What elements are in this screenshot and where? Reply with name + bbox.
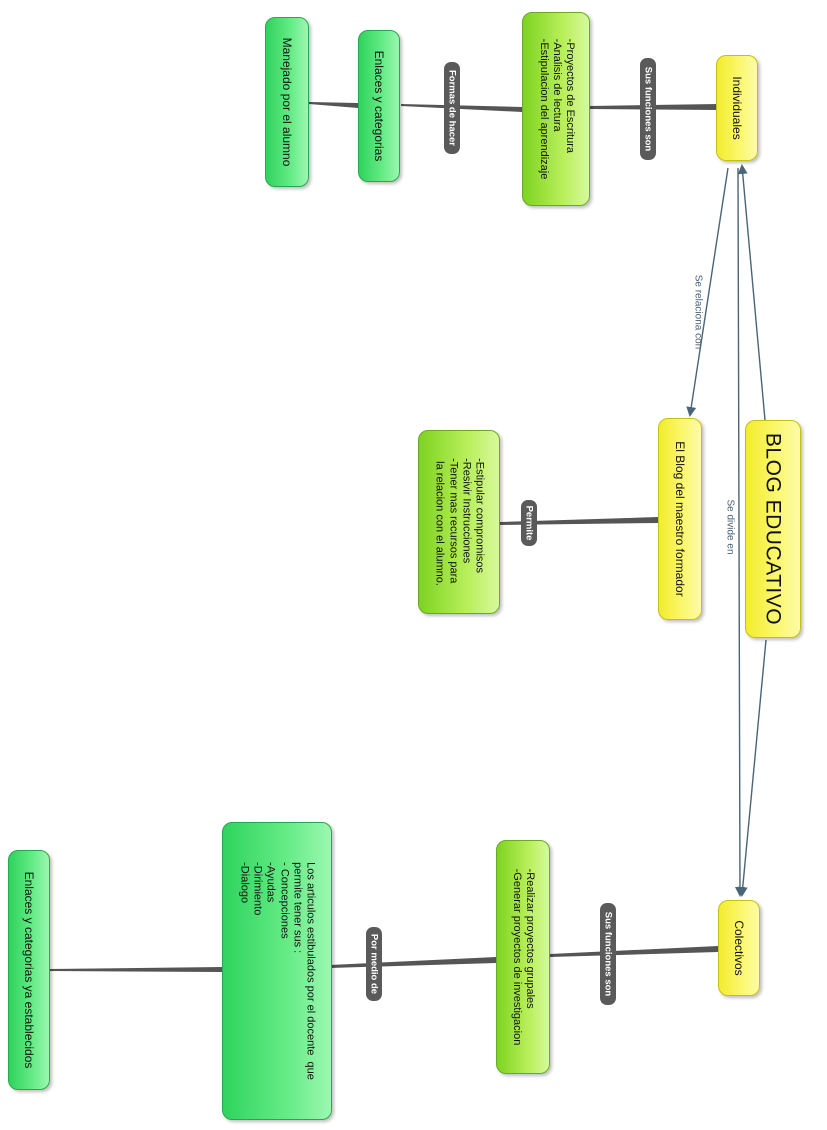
node-articulos[interactable]: Los articulos estibulados por el docente… — [222, 822, 332, 1120]
label-se-relaciona-con: Se relaciona con — [692, 274, 704, 350]
node-funciones-colectivos[interactable]: -Realizar proyectos grupales -Generar pr… — [496, 840, 550, 1074]
node-permite-items[interactable]: -Estipular compromisos -Resivir Instrucc… — [418, 430, 500, 614]
node-blog-maestro[interactable]: El Blog del maestro formador — [658, 418, 702, 620]
arrow-individuales-to-colectivos — [734, 167, 745, 897]
label-por-medio-de: Por medio de — [366, 927, 382, 1001]
connector-articulos-enlaces — [50, 967, 222, 972]
node-colectivos-label: Colectivos — [732, 920, 747, 976]
node-colectivos[interactable]: Colectivos — [718, 900, 760, 996]
label-se-divide-en: Se divide en — [724, 499, 736, 555]
node-permite-items-label: -Estipular compromisos -Resivir Instrucc… — [433, 458, 486, 586]
label-sus-funciones-individuales: Sus funciones son — [640, 58, 656, 160]
connector-enlaces-manejado — [309, 102, 358, 108]
connector-funciones-articulos — [330, 957, 496, 968]
node-blog-educativo-label: BLOG EDUCATIVO — [761, 432, 785, 626]
node-manejado-alumno[interactable]: Manejado por el alumno — [265, 17, 309, 187]
node-manejado-alumno-label: Manejado por el alumno — [280, 37, 295, 167]
node-funciones-colectivos-label: -Realizar proyectos grupales -Generar pr… — [511, 868, 537, 1046]
node-enlaces-establecidos-label: Enlaces y categorias ya establecidos — [22, 871, 37, 1069]
label-permite: Permite — [521, 500, 537, 546]
node-enlaces-establecidos[interactable]: Enlaces y categorias ya establecidos — [8, 850, 50, 1090]
arrow-blog-to-colectivos — [737, 639, 767, 897]
connector-maestro-permite — [500, 517, 658, 525]
label-formas-de-hacer: Formas de hacer — [444, 62, 460, 154]
node-individuales-label: Individuales — [730, 76, 745, 140]
node-individuales[interactable]: Individuales — [716, 55, 758, 161]
node-blog-maestro-label: El Blog del maestro formador — [673, 441, 688, 597]
node-enlaces-categorias-label: Enlaces y categorias — [372, 50, 387, 162]
connector-funciones-enlaces — [401, 104, 522, 112]
node-funciones-individuales[interactable]: -Proyectos de Escritura -Analisis de lec… — [522, 12, 590, 206]
arrow-individuales-to-maestro — [686, 167, 729, 417]
arrow-blog-to-individuales — [737, 164, 766, 421]
node-enlaces-categorias[interactable]: Enlaces y categorias — [358, 30, 400, 182]
connector-colectivos-funciones — [550, 946, 718, 957]
node-blog-educativo[interactable]: BLOG EDUCATIVO — [745, 420, 801, 638]
node-articulos-label: Los articulos estibulados por el docente… — [238, 862, 317, 1080]
node-funciones-individuales-label: -Proyectos de Escritura -Analisis de lec… — [537, 38, 576, 180]
label-sus-funciones-colectivos: Sus funciones son — [600, 903, 616, 1005]
